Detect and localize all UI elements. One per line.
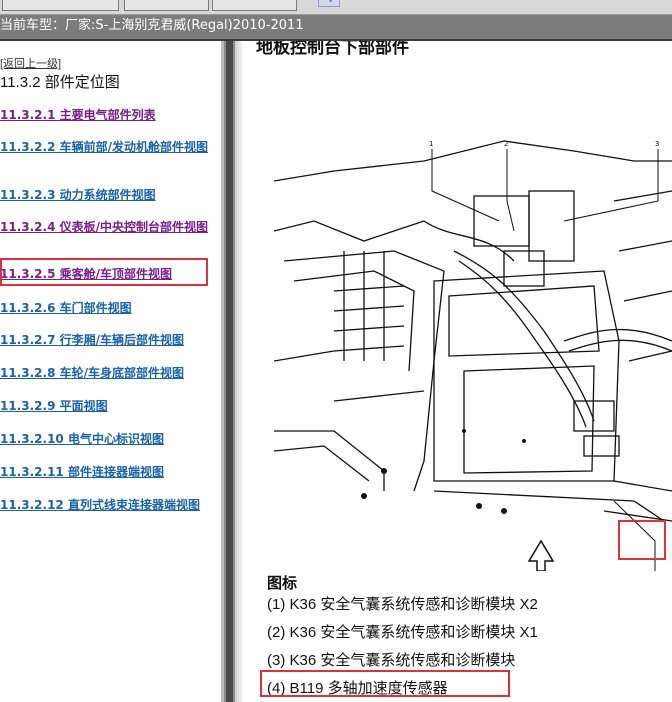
- nav-link-instrument-panel-view[interactable]: 11.3.2.4 仪表板/中央控制台部件视图: [0, 220, 208, 234]
- callout-3: 3: [655, 140, 659, 148]
- divider-edge: [221, 41, 224, 702]
- highlight-box-diagram: [618, 520, 666, 560]
- nav-link-door-view[interactable]: 11.3.2.6 车门部件视图: [0, 301, 132, 315]
- legend-item-2: (2) K36 安全气囊系统传感和诊断模块 X1: [267, 624, 538, 641]
- divider-stripe: [226, 41, 233, 702]
- nav-link-component-connector-view[interactable]: 11.3.2.11 部件连接器端视图: [0, 465, 164, 479]
- nav-link-powertrain-view[interactable]: 11.3.2.3 动力系统部件视图: [0, 188, 156, 202]
- panel-divider[interactable]: [221, 41, 235, 702]
- section-title: 11.3.2 部件定位图: [0, 74, 120, 91]
- nav-link-main-electrical-list[interactable]: 11.3.2.1 主要电气部件列表: [0, 108, 156, 122]
- content-pane: 地板控制台下部部件: [244, 41, 672, 702]
- nav-link-wheel-underbody-view[interactable]: 11.3.2.8 车轮/车身底部部件视图: [0, 366, 184, 380]
- nav-link-plan-view[interactable]: 11.3.2.9 平面视图: [0, 399, 108, 413]
- top-toolbar: ↕: [0, 0, 672, 15]
- legend-item-3: (3) K36 安全气囊系统传感和诊断模块: [267, 652, 516, 669]
- divider-shadow: [235, 41, 244, 702]
- arrow-icon: ↕: [328, 0, 334, 4]
- toolbar-button-2[interactable]: [124, 0, 209, 11]
- diagram-heading: 地板控制台下部部件: [256, 41, 409, 58]
- nav-link-passenger-roof-view[interactable]: 11.3.2.5 乘客舱/车顶部件视图: [0, 267, 172, 281]
- left-navigation-panel: [返回上一级] 11.3.2 部件定位图 11.3.2.1 主要电气部件列表 1…: [0, 41, 221, 702]
- legend-item-4: (4) B119 多轴加速度传感器: [267, 680, 448, 697]
- nav-link-trunk-rear-view[interactable]: 11.3.2.7 行李厢/车辆后部件视图: [0, 333, 184, 347]
- component-location-diagram: 1 2 3 4: [274, 140, 672, 571]
- nav-link-front-engine-view[interactable]: 11.3.2.2 车辆前部/发动机舱部件视图: [0, 140, 208, 154]
- vehicle-model-text: 当前车型：厂家:S-上海别克君威(Regal)2010-2011: [0, 18, 304, 33]
- legend-title: 图标: [267, 575, 298, 592]
- highlight-box-nav: [0, 258, 208, 286]
- back-link[interactable]: [返回上一级]: [0, 58, 62, 70]
- forward-arrow-icon: [527, 539, 555, 571]
- toolbar-button-3[interactable]: [212, 0, 297, 11]
- nav-link-electrical-center-view[interactable]: 11.3.2.10 电气中心标识视图: [0, 432, 164, 446]
- legend-item-1: (1) K36 安全气囊系统传感和诊断模块 X2: [267, 596, 538, 613]
- callout-2: 2: [504, 140, 508, 148]
- callout-1: 1: [429, 140, 433, 148]
- highlight-box-legend: [260, 670, 510, 697]
- nav-link-inline-harness-connector-view[interactable]: 11.3.2.12 直列式线束连接器端视图: [0, 498, 200, 512]
- vehicle-info-bar: 当前车型：厂家:S-上海别克君威(Regal)2010-2011: [0, 15, 672, 41]
- toolbar-button-1[interactable]: [2, 0, 119, 11]
- toolbar-scroll-tab[interactable]: ↕: [318, 0, 340, 7]
